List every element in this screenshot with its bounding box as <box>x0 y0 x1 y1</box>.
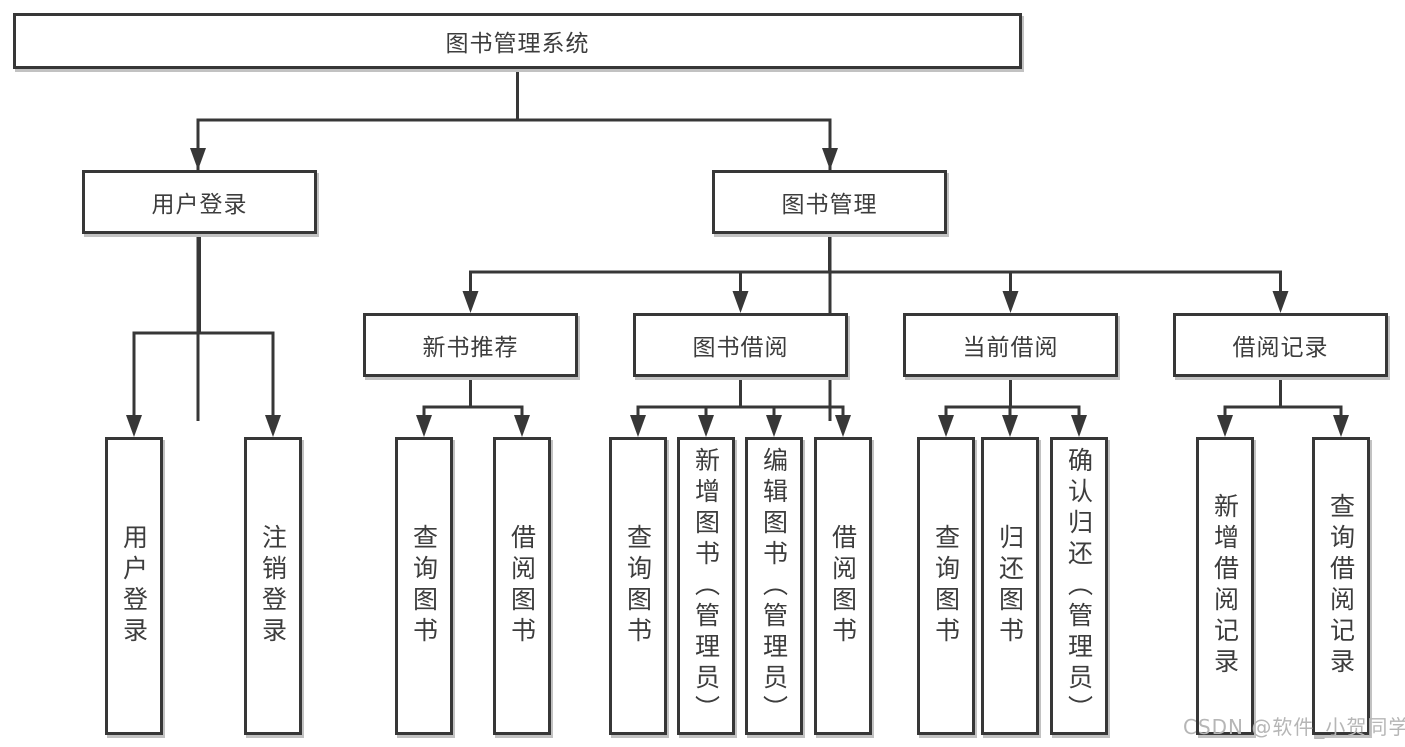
node-library-management-system: 图书管理系统 <box>13 13 1022 69</box>
leaf-return-books: 归还图书 <box>981 437 1039 735</box>
node-new-book-recommend: 新书推荐 <box>363 313 578 377</box>
leaf-confirm-return-admin: 确认归还（管理员） <box>1050 437 1108 735</box>
arrowhead <box>938 415 954 437</box>
node-label: 借阅图书 <box>507 524 537 648</box>
node-book-borrow: 图书借阅 <box>633 313 848 377</box>
arrowhead <box>1002 415 1018 437</box>
connector-records-to-leaves <box>1217 375 1349 437</box>
arrowhead <box>822 148 838 170</box>
node-label: 图书管理 <box>781 192 878 218</box>
leaf-user-login: 用户登录 <box>105 437 163 735</box>
arrowhead <box>1272 291 1289 313</box>
node-label: 查询借阅记录 <box>1326 493 1356 679</box>
connector-book-management-to-level3 <box>462 232 1289 313</box>
leaf-add-borrow-record: 新增借阅记录 <box>1196 437 1254 735</box>
leaf-query-borrow-record: 查询借阅记录 <box>1312 437 1370 735</box>
arrowhead <box>416 415 432 437</box>
leaf-edit-books-admin: 编辑图书（管理员） <box>745 437 803 735</box>
arrowhead <box>265 415 281 437</box>
node-label: 当前借阅 <box>962 335 1059 361</box>
node-label: 新增借阅记录 <box>1210 493 1240 679</box>
leaf-logout: 注销登录 <box>244 437 302 735</box>
connector-current-to-leaves <box>938 375 1087 437</box>
node-label: 新增图书（管理员） <box>691 446 721 726</box>
arrowhead <box>766 415 782 437</box>
node-label: 用户登录 <box>119 524 149 648</box>
arrowhead <box>514 415 530 437</box>
node-label: 图书借阅 <box>692 335 789 361</box>
arrowhead <box>732 291 749 313</box>
arrowhead <box>1333 415 1349 437</box>
node-label: 注销登录 <box>258 524 288 648</box>
node-label: 借阅记录 <box>1232 335 1329 361</box>
leaf-borrow-books: 借阅图书 <box>814 437 872 735</box>
arrowhead <box>698 415 714 437</box>
node-label: 借阅图书 <box>828 524 858 648</box>
arrowhead <box>835 415 851 437</box>
node-label: 归还图书 <box>995 524 1025 648</box>
arrowhead <box>1002 291 1019 313</box>
arrowhead <box>1217 415 1233 437</box>
node-label: 用户登录 <box>151 192 248 218</box>
leaf-query-books-recommend: 查询图书 <box>395 437 453 735</box>
leaf-add-books-admin: 新增图书（管理员） <box>677 437 735 735</box>
node-label: 查询图书 <box>623 524 653 648</box>
arrowhead <box>462 291 479 313</box>
arrowhead <box>1071 415 1087 437</box>
leaf-borrow-books-recommend: 借阅图书 <box>493 437 551 735</box>
connector-new-book-to-leaves <box>416 375 530 437</box>
connector-borrow-to-leaves <box>630 375 851 437</box>
node-borrow-records: 借阅记录 <box>1173 313 1388 377</box>
arrowhead <box>630 415 646 437</box>
node-label: 图书管理系统 <box>445 31 590 57</box>
arrowhead <box>190 148 206 170</box>
arrowhead <box>126 415 142 437</box>
node-label: 查询图书 <box>409 524 439 648</box>
node-label: 编辑图书（管理员） <box>759 446 789 726</box>
node-label: 查询图书 <box>931 524 961 648</box>
leaf-query-books-current: 查询图书 <box>917 437 975 735</box>
node-book-management-module: 图书管理 <box>712 170 947 234</box>
node-user-login-module: 用户登录 <box>82 170 317 234</box>
connector-user-login-to-leaves <box>126 232 281 437</box>
node-label: 新书推荐 <box>422 335 519 361</box>
csdn-watermark: CSDN @软件_小贺同学 <box>1183 715 1405 739</box>
leaf-query-books: 查询图书 <box>609 437 667 735</box>
node-current-borrow: 当前借阅 <box>903 313 1118 377</box>
node-label: 确认归还（管理员） <box>1064 446 1094 726</box>
